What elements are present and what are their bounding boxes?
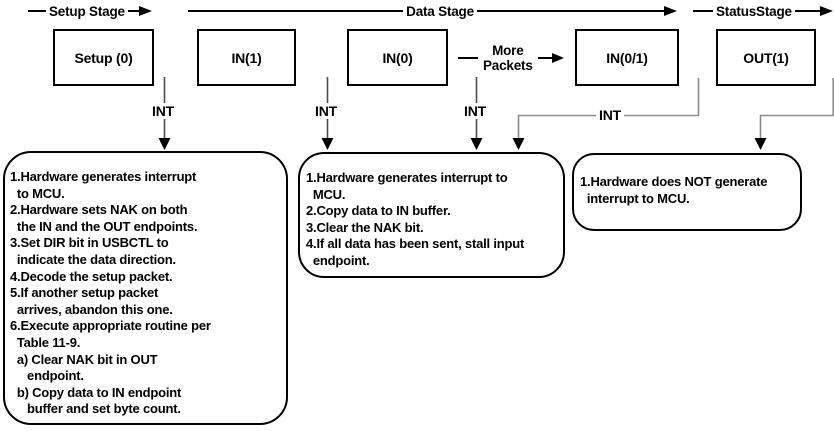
stage-line [28,10,46,12]
packet-label: Setup (0) [74,49,133,66]
stage-label-status-stage: StatusStage [693,3,833,19]
note-line: 4.Decode the setup packet. [10,268,173,284]
stage-line [127,10,139,12]
note-line: 6.Execute appropriate routine per [10,318,211,334]
int-connector-out1-elbow [759,78,834,139]
stage-label-text: StatusStage [716,3,792,19]
int-label: INT [461,103,489,119]
note-setup-stage-actions: 1.Hardware generates interrupt to MCU. 2… [3,151,288,425]
down-arrowhead-icon [470,138,483,150]
stage-label-data-stage: Data Stage [188,3,677,19]
stage-line [794,10,820,12]
right-arrow-icon [820,6,833,16]
down-arrowhead-icon [512,138,525,150]
note-line: b) Copy data to IN endpoint [10,384,182,400]
note-line: the IN and the OUT endpoints. [10,218,198,234]
more-packets-connector: More Packets [458,41,564,75]
note-line: a) Clear NAK bit in OUT [10,351,158,367]
packet-box-setup-0: Setup (0) [53,29,154,86]
packet-label: IN(1) [231,49,262,66]
dash-line [458,57,478,59]
down-arrowhead-icon [754,138,767,150]
packet-box-in-1: IN(1) [197,29,296,86]
right-arrow-icon [664,6,677,16]
stage-label-text: Setup Stage [49,3,125,19]
packet-label: IN(0) [382,49,413,66]
note-line: 1.Hardware does NOT generate [580,174,768,189]
packet-box-in-0: IN(0) [347,29,448,86]
more-packets-line2: Packets [483,58,533,73]
more-packets-line1: More [492,43,524,58]
note-line: 4.If all data has been sent, stall input [306,236,525,252]
more-packets-label: More Packets [478,43,538,73]
int-label: INT [596,107,624,123]
int-label: INT [312,103,340,119]
note-line: indicate the data direction. [10,251,176,267]
packet-box-out-1: OUT(1) [716,29,816,86]
down-arrowhead-icon [321,138,334,150]
note-line: MCU. [306,186,346,202]
note-line: endpoint. [10,368,84,384]
arrow-line [537,57,552,59]
note-line: Table 11-9. [10,334,81,350]
stage-label-text: Data Stage [406,3,474,19]
stage-line [476,10,664,12]
stage-label-setup-stage: Setup Stage [28,3,152,19]
note-data-stage-actions: 1.Hardware generates interrupt to MCU. 2… [298,152,565,278]
packet-label: IN(0/1) [606,49,648,66]
stage-line [693,10,713,12]
down-arrowhead-icon [158,138,171,150]
note-line: 3.Set DIR bit in USBCTL to [10,235,169,251]
note-line: 1.Hardware generates interrupt [10,169,197,184]
right-arrow-icon [551,53,564,63]
note-line: 5.If another setup packet [10,285,159,301]
note-line: endpoint. [306,252,370,268]
right-arrow-icon [139,6,152,16]
note-line: interrupt to MCU. [580,190,690,206]
note-line: buffer and set byte count. [10,401,181,417]
note-line: 3.Clear the NAK bit. [306,219,424,235]
packet-label: OUT(1) [743,49,789,66]
note-line: arrives, abandon this one. [10,301,173,317]
note-line: 1.Hardware generates interrupt to [306,170,508,185]
packet-box-in-0-1: IN(0/1) [575,29,679,86]
note-line: to MCU. [10,185,65,201]
note-line: 2.Copy data to IN buffer. [306,203,451,219]
note-line: 2.Hardware sets NAK on both [10,202,188,218]
stage-line [188,10,404,12]
note-status-stage-actions: 1.Hardware does NOT generate interrupt t… [572,153,802,231]
int-label: INT [149,103,177,119]
